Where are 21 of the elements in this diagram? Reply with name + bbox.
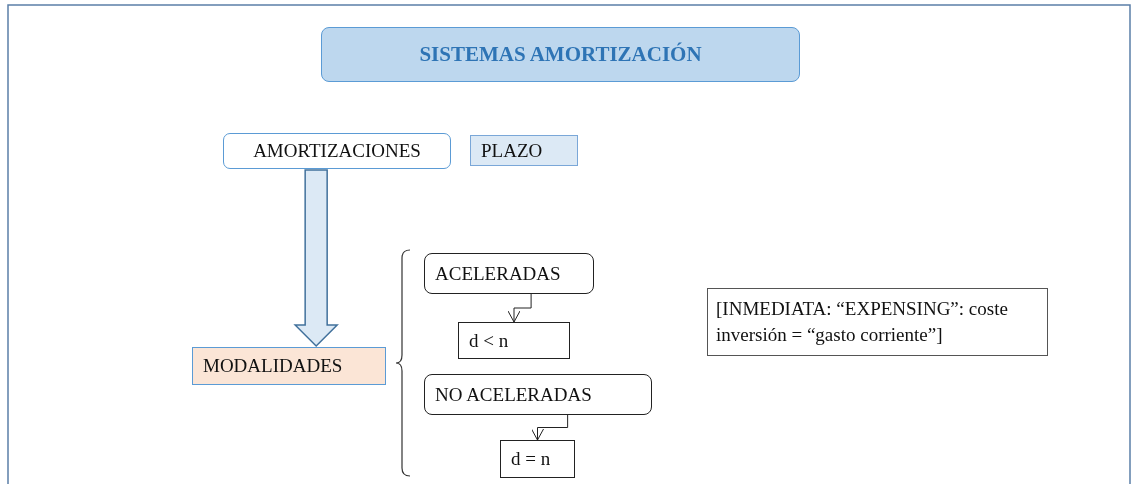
node-label: d < n xyxy=(469,329,509,352)
rounded-box xyxy=(424,253,594,294)
node-label: ACELERADAS xyxy=(435,262,561,285)
process-box xyxy=(458,322,570,359)
arrow xyxy=(531,414,569,441)
node-label: NO ACELERADAS xyxy=(435,383,592,406)
note-box xyxy=(707,288,1048,356)
rounded-box xyxy=(223,133,451,169)
arrow xyxy=(507,293,532,323)
title-box xyxy=(321,27,800,82)
node-label: d = n xyxy=(511,448,551,470)
rounded-box xyxy=(424,374,652,415)
node-label: PLAZO xyxy=(481,139,543,162)
process-box xyxy=(192,347,386,385)
title-text: SISTEMAS AMORTIZACIÓN xyxy=(419,42,702,67)
node-label: MODALIDADES xyxy=(203,355,343,377)
node-label: [INMEDIATA: “EXPENSING”: coste inversión = “gasto corriente”] xyxy=(716,297,1009,347)
block-arrow xyxy=(293,169,339,348)
node-label: AMORTIZACIONES xyxy=(253,140,421,162)
process-box xyxy=(500,440,575,478)
process-box xyxy=(470,135,578,166)
